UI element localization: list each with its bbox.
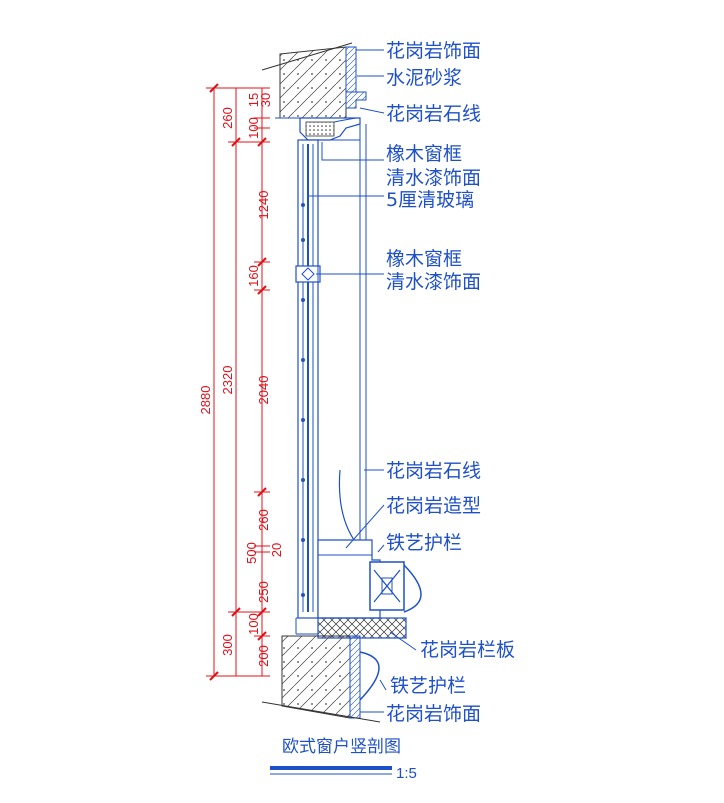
label-oak-frame-1: 橡木窗框: [386, 143, 462, 165]
upper-wall: [261, 42, 367, 119]
label-iron-railing-1: 铁艺护栏: [386, 532, 462, 554]
leader-lines: [309, 49, 417, 713]
label-granite-facing-bottom: 花岗岩饰面: [386, 703, 481, 725]
dim-detail-10: 100: [246, 613, 261, 635]
dim-outer-1: 2320: [220, 366, 235, 395]
dim-detail-7: 500: [244, 542, 259, 564]
title-underline: [270, 766, 392, 770]
balcony-detail: [295, 469, 422, 639]
label-clear-varnish-1: 清水漆饰面: [386, 167, 481, 189]
dim-detail-0: 100: [246, 117, 261, 139]
dim-detail-6: 260: [256, 509, 271, 531]
dim-outer-0: 260: [220, 107, 235, 129]
label-glass: 5厘清玻璃: [386, 189, 474, 211]
material-labels: 花岗岩饰面 水泥砂浆 花岗岩石线 橡木窗框 清水漆饰面 5厘清玻璃 橡木窗框 清…: [386, 40, 515, 725]
dim-outer-2: 300: [220, 634, 235, 656]
dim-detail-2: 30: [258, 93, 273, 107]
dim-detail-11: 200: [256, 645, 271, 667]
window-head: [299, 117, 361, 141]
title-block: 欧式窗户竖剖图 1:5: [270, 737, 417, 782]
window-frame: [295, 124, 367, 619]
label-granite-moulding-bottom: 花岗岩石线: [386, 460, 481, 482]
dim-detail-4: 160: [246, 265, 261, 287]
label-cement-mortar: 水泥砂浆: [386, 67, 462, 89]
dim-detail-8: 20: [269, 543, 284, 557]
drawing-scale: 1:5: [396, 765, 417, 782]
label-oak-frame-2: 橡木窗框: [386, 248, 462, 270]
lower-wall: [261, 635, 381, 723]
dim-detail-1: 15: [246, 93, 261, 107]
dim-overall: 2880: [198, 386, 213, 415]
label-clear-varnish-2: 清水漆饰面: [386, 271, 481, 293]
label-granite-shaping: 花岗岩造型: [386, 495, 481, 517]
label-iron-railing-2: 铁艺护栏: [390, 675, 466, 697]
label-granite-balustrade: 花岗岩栏板: [420, 639, 515, 661]
dim-detail-3: 1240: [256, 191, 271, 220]
dim-detail-5: 2040: [256, 376, 271, 405]
dimension-lines: [206, 83, 270, 681]
dim-detail-9: 250: [256, 581, 271, 603]
drawing-title: 欧式窗户竖剖图: [282, 737, 401, 757]
label-granite-moulding-top: 花岗岩石线: [386, 103, 481, 125]
dimension-texts: 2880 260 2320 300 100 15 30 1240 160 204…: [198, 93, 284, 667]
label-granite-facing-top: 花岗岩饰面: [386, 40, 481, 62]
